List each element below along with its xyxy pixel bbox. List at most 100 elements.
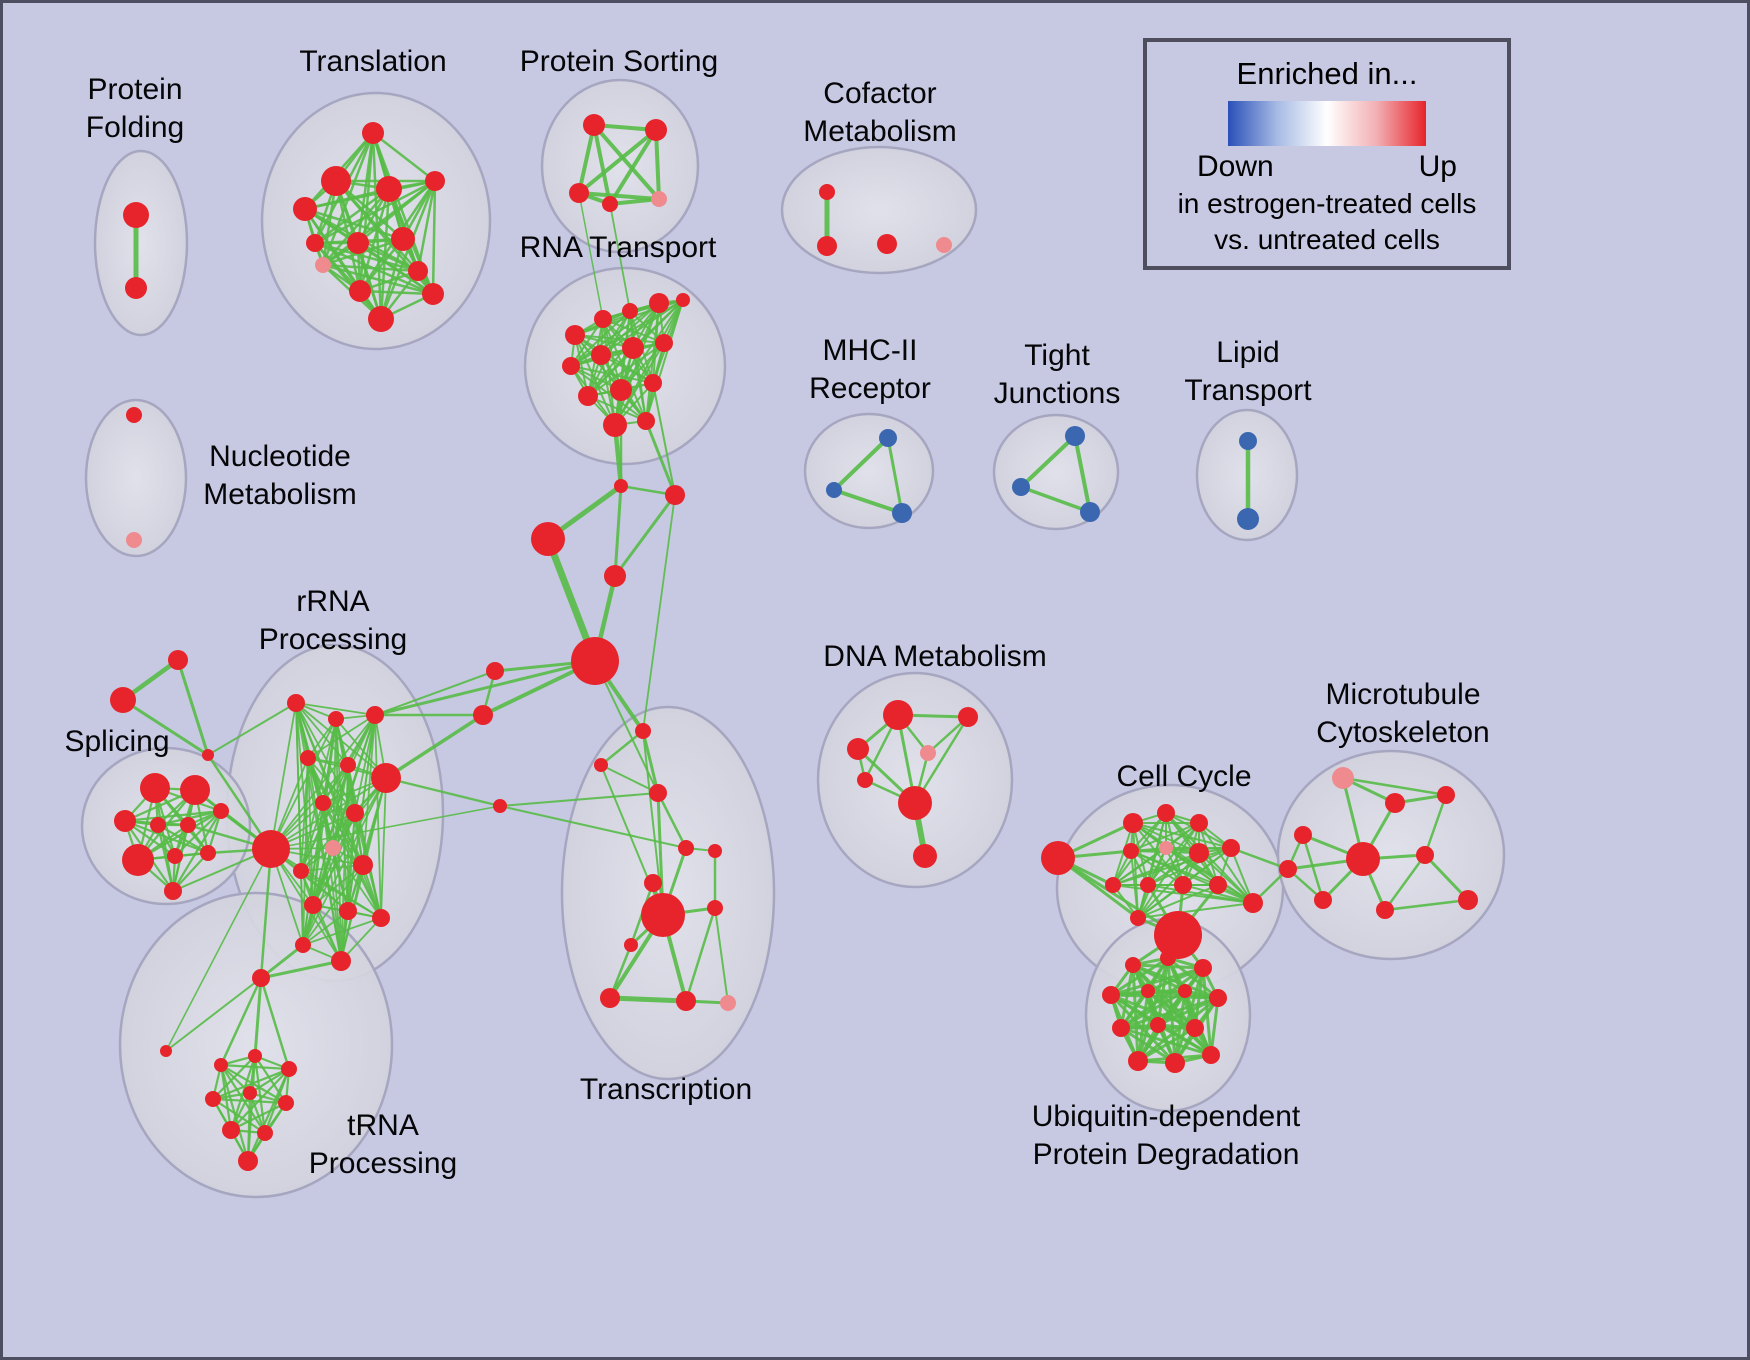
node-cc8 bbox=[1222, 839, 1240, 857]
node-tp6 bbox=[205, 1091, 221, 1107]
edge-tp5-tp9 bbox=[229, 1067, 291, 1132]
edge-tl1-tl5 bbox=[371, 131, 437, 183]
edge-tx8-tx11 bbox=[684, 906, 717, 1003]
legend-title: Enriched in... bbox=[1236, 56, 1418, 91]
node-rt13 bbox=[603, 413, 627, 437]
edge-cc8-cc10 bbox=[1147, 847, 1232, 886]
node-cf3 bbox=[877, 234, 897, 254]
node-ps1 bbox=[583, 114, 605, 136]
edge-rr12-rr16 bbox=[312, 904, 342, 962]
node-rt14 bbox=[637, 412, 655, 430]
edge-md2-tx1 bbox=[642, 494, 676, 732]
edge-tx10-tx11 bbox=[607, 995, 689, 1004]
node-cc15 bbox=[1243, 893, 1263, 913]
cluster-ellipse-transcription bbox=[560, 705, 776, 1081]
edge-mc7-mc9 bbox=[1383, 898, 1470, 912]
edge-ex1-ex3 bbox=[176, 658, 210, 757]
cluster-label-dna-metabolism: DNA Metabolism bbox=[823, 640, 1046, 673]
edge-ps2-ps5 bbox=[654, 128, 661, 201]
node-layer bbox=[110, 114, 1478, 1171]
edge-rr7-rr10 bbox=[300, 802, 324, 872]
edge-rr11-rr15 bbox=[302, 864, 364, 946]
edge-tx3-tx4 bbox=[656, 791, 688, 850]
edge-rr2-rrh bbox=[270, 718, 337, 850]
edge-rr9-rr13 bbox=[332, 847, 349, 912]
edge-rt2-rt6 bbox=[570, 318, 604, 367]
node-sp10 bbox=[164, 882, 182, 900]
node-tp2 bbox=[160, 1045, 172, 1057]
node-ub5 bbox=[1141, 984, 1155, 998]
edge-ps3-rt2 bbox=[578, 192, 604, 320]
node-tl3 bbox=[293, 197, 317, 221]
node-rr14 bbox=[372, 909, 390, 927]
edge-tp1-tp4 bbox=[253, 976, 263, 1058]
node-tl4 bbox=[376, 176, 402, 202]
node-rt1 bbox=[565, 325, 585, 345]
node-ub9 bbox=[1150, 1017, 1166, 1033]
node-tl9 bbox=[391, 227, 415, 251]
node-rt12 bbox=[644, 374, 662, 392]
edge-rt5-rt7 bbox=[600, 299, 684, 356]
edge-mh1-mh2 bbox=[832, 436, 890, 492]
edge-tl7-tl11 bbox=[321, 263, 420, 273]
edge-ps3-ps5 bbox=[577, 191, 661, 201]
node-rt7 bbox=[591, 345, 611, 365]
legend-caption-line2: vs. untreated cells bbox=[1214, 224, 1440, 255]
edge-tp2-rrh bbox=[165, 848, 272, 1052]
edge-tp4-tp10 bbox=[253, 1054, 267, 1135]
edge-ps1-ps4 bbox=[592, 123, 612, 206]
edge-mc6-mc7 bbox=[1423, 853, 1470, 902]
node-tj3 bbox=[1080, 502, 1100, 522]
node-br1 bbox=[1279, 860, 1297, 878]
node-rr8 bbox=[346, 804, 364, 822]
edge-cc8-cc9 bbox=[1112, 847, 1232, 886]
edge-ex3-rr1 bbox=[207, 702, 297, 756]
node-ps4 bbox=[602, 196, 618, 212]
edge-cc2-cc9 bbox=[1112, 822, 1134, 886]
node-mc4 bbox=[1294, 826, 1312, 844]
node-rr16 bbox=[331, 951, 351, 971]
edge-rr1-rrh bbox=[270, 702, 297, 850]
edge-rr11-rr12 bbox=[312, 864, 364, 906]
node-tx9 bbox=[624, 938, 638, 952]
node-rr4 bbox=[300, 750, 316, 766]
edge-ub7-ub13 bbox=[1209, 996, 1220, 1057]
node-rt6 bbox=[562, 357, 580, 375]
node-md6 bbox=[486, 662, 504, 680]
node-cc12 bbox=[1209, 876, 1227, 894]
node-nm1 bbox=[126, 407, 142, 423]
node-rt11 bbox=[610, 379, 632, 401]
node-tx6 bbox=[644, 874, 662, 892]
node-tx11 bbox=[676, 991, 696, 1011]
node-rr11 bbox=[353, 855, 373, 875]
node-ps2 bbox=[645, 119, 667, 141]
edge-tj1-tj2 bbox=[1019, 434, 1077, 489]
node-ex3 bbox=[202, 749, 214, 761]
node-pf2 bbox=[125, 277, 147, 299]
node-tp8 bbox=[278, 1095, 294, 1111]
edge-ub3-ub5 bbox=[1146, 966, 1205, 993]
node-tl2 bbox=[321, 166, 351, 196]
legend-box: Enriched in... Down Up in estrogen-treat… bbox=[1143, 38, 1511, 270]
node-rt8 bbox=[622, 337, 644, 359]
edge-rt12-md2 bbox=[652, 382, 676, 496]
edge-tx1-tx2 bbox=[599, 729, 645, 767]
edge-md6-rr3 bbox=[374, 670, 496, 716]
node-cc5 bbox=[1123, 843, 1139, 859]
edge-tp1-rr16 bbox=[259, 959, 343, 980]
edge-tp1-rrh bbox=[259, 847, 273, 980]
cluster-ellipse-microtubule-cytoskeleton bbox=[1276, 749, 1506, 961]
node-ub1 bbox=[1125, 957, 1141, 973]
edge-rr7-rr11 bbox=[322, 802, 364, 866]
edge-rr1-rr5 bbox=[295, 702, 349, 766]
node-tp10 bbox=[257, 1125, 273, 1141]
node-dm7 bbox=[913, 844, 937, 868]
node-rr7 bbox=[315, 795, 331, 811]
node-tp3 bbox=[214, 1058, 228, 1072]
edge-tp5-tp11 bbox=[246, 1067, 291, 1163]
edge-md5-rr3 bbox=[373, 659, 597, 717]
